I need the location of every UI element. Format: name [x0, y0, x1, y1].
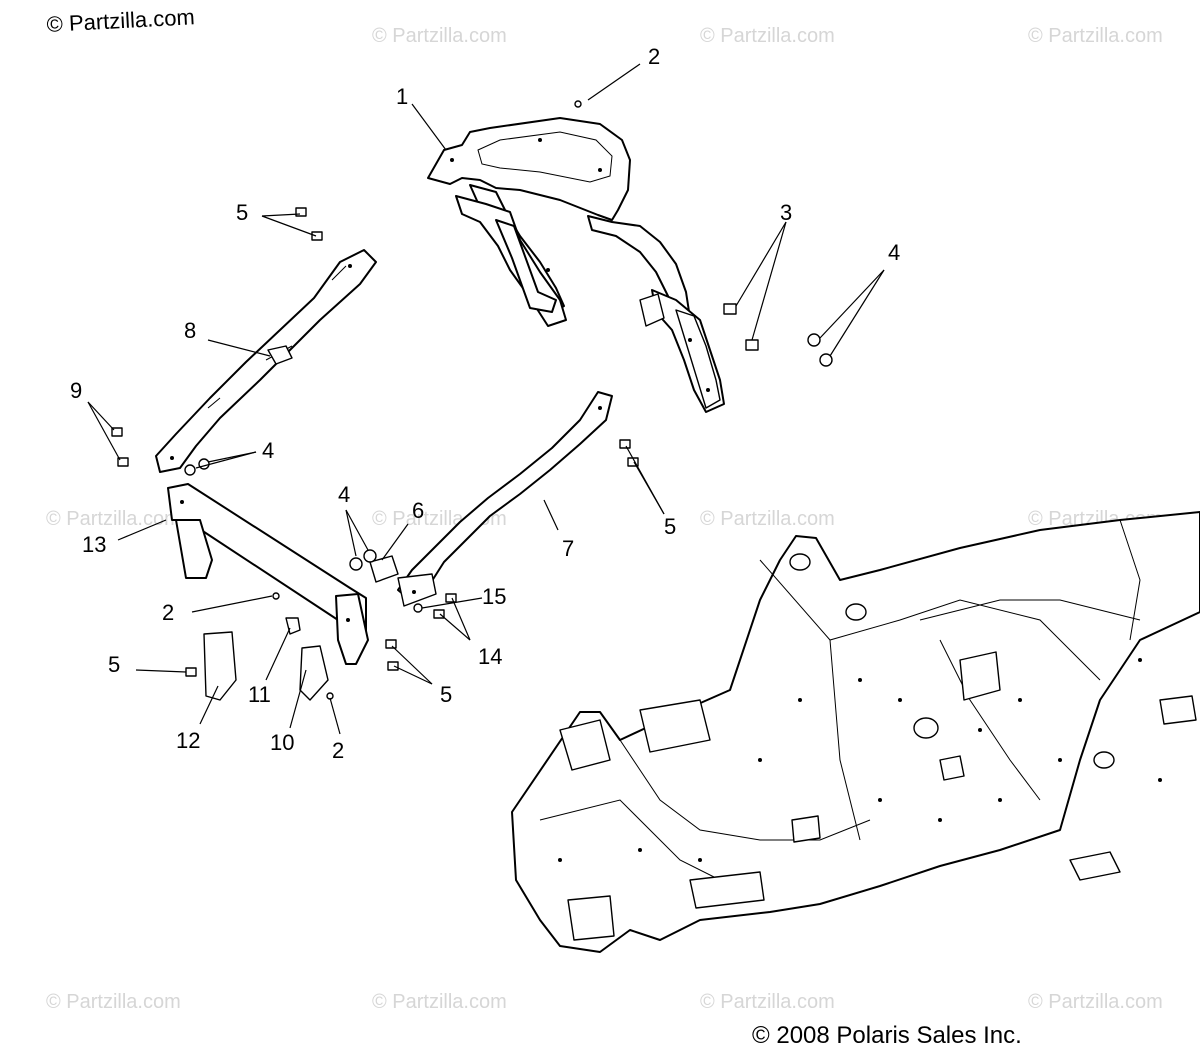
callout-5: 5 — [236, 200, 248, 225]
bolt — [385, 639, 397, 649]
callout-12: 12 — [176, 728, 200, 753]
watermark: © Partzilla.com — [700, 991, 835, 1013]
bolt — [619, 439, 631, 449]
part-7-lower-strut — [397, 391, 613, 607]
chassis-assembly — [511, 511, 1200, 953]
part-hardware — [111, 100, 833, 701]
callout-6: 6 — [412, 498, 424, 523]
callout-13: 13 — [82, 532, 106, 557]
callout-15: 15 — [482, 584, 506, 609]
nut — [349, 557, 363, 571]
callout-5: 5 — [108, 652, 120, 677]
bolt — [445, 593, 457, 603]
part-8-upper-strut — [155, 249, 377, 473]
nut — [819, 353, 833, 367]
part-10-plate — [299, 645, 329, 701]
callout-9: 9 — [70, 378, 82, 403]
bolt — [117, 457, 129, 467]
nut — [198, 458, 210, 470]
leader-lines — [87, 63, 885, 735]
bolt — [433, 609, 445, 619]
watermark: © Partzilla.com — [46, 991, 181, 1013]
bolt — [723, 303, 737, 315]
rivet — [272, 592, 280, 600]
watermark: © Partzilla.com — [46, 508, 181, 530]
bolt — [111, 427, 123, 437]
bolt — [387, 661, 399, 671]
part-12-bracket — [203, 631, 237, 701]
callout-14: 14 — [478, 644, 502, 669]
watermark: © Partzilla.com — [372, 991, 507, 1013]
callout-2: 2 — [332, 738, 344, 763]
watermark: © Partzilla.com — [700, 508, 835, 530]
callout-5: 5 — [440, 682, 452, 707]
watermark: © Partzilla.com — [700, 25, 835, 47]
callout-4: 4 — [338, 482, 350, 507]
bolt — [295, 207, 307, 217]
nut — [184, 464, 196, 476]
callout-1: 1 — [396, 84, 408, 109]
bolt — [745, 339, 759, 351]
callout-3: 3 — [780, 200, 792, 225]
rivet — [574, 100, 582, 108]
watermark: © Partzilla.com — [1028, 25, 1163, 47]
callout-labels: 1 2 3 4 5 8 9 4 4 6 7 5 13 2 15 14 5 5 1… — [70, 44, 900, 763]
watermark: © Partzilla.com — [1028, 991, 1163, 1013]
callout-4: 4 — [262, 438, 274, 463]
callout-8: 8 — [184, 318, 196, 343]
copyright-notice: © 2008 Polaris Sales Inc. — [752, 1022, 1022, 1049]
washer — [413, 603, 423, 613]
nut — [363, 549, 377, 563]
bolt — [311, 231, 323, 241]
part-13-cross-member — [167, 483, 369, 665]
callout-11: 11 — [248, 682, 271, 707]
callout-10: 10 — [270, 730, 294, 755]
callout-4: 4 — [888, 240, 900, 265]
callout-2: 2 — [648, 44, 660, 69]
part-1-upper-hoop — [427, 117, 725, 413]
nut — [807, 333, 821, 347]
watermark: © Partzilla.com — [372, 25, 507, 47]
watermark-layer: © Partzilla.com © Partzilla.com © Partzi… — [46, 25, 1163, 1013]
bolt — [185, 667, 197, 677]
callout-5: 5 — [664, 514, 676, 539]
callout-7: 7 — [562, 536, 574, 561]
part-6-plate — [369, 555, 399, 583]
callout-2: 2 — [162, 600, 174, 625]
